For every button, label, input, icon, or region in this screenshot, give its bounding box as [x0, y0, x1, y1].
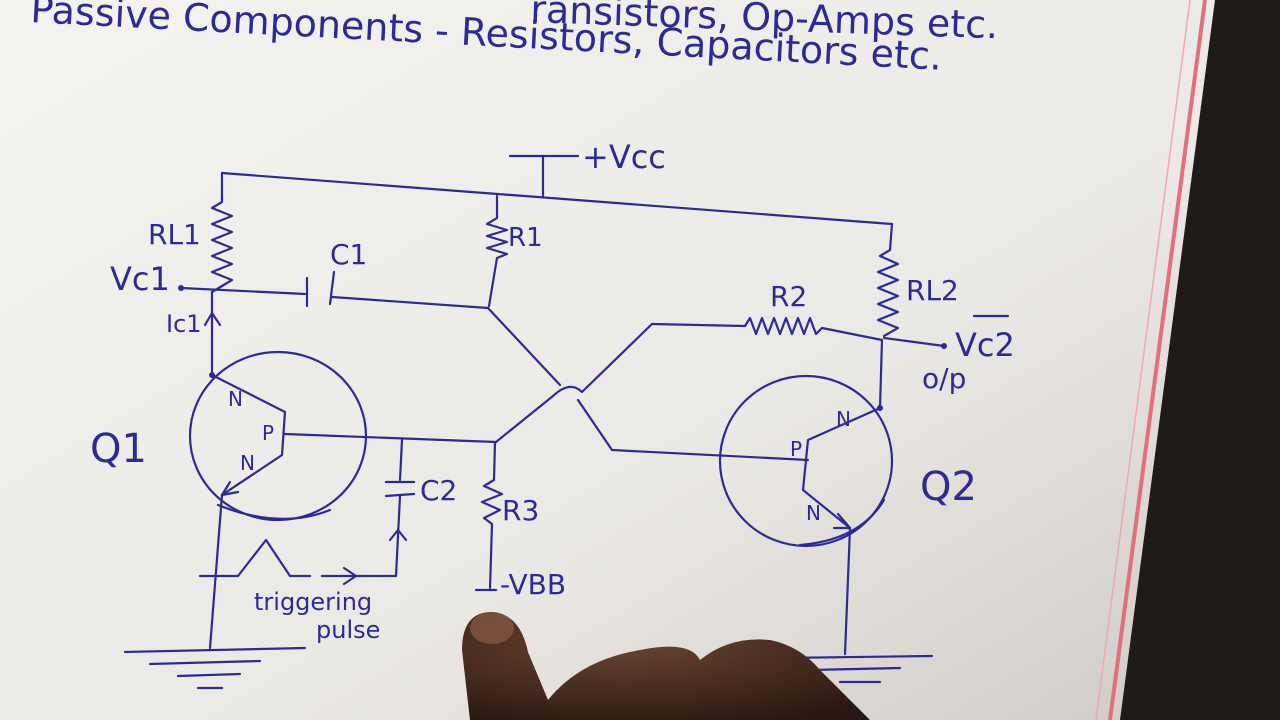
c1-capacitor	[305, 270, 336, 308]
q1-base-wire	[283, 432, 498, 444]
trigger-pulse-waveform	[198, 538, 312, 578]
vc2-output-wire	[882, 336, 946, 348]
r1-resistor	[485, 194, 509, 308]
pointing-hand	[462, 612, 870, 720]
q1-transistor	[188, 350, 368, 522]
q1-emitter-label: N	[240, 451, 255, 475]
r3-label: R3	[502, 494, 539, 527]
ic1-arrow	[203, 311, 222, 327]
r3-resistor	[480, 440, 504, 590]
rl2-label: RL2	[906, 274, 959, 307]
paper-margin-line	[1108, 0, 1207, 720]
vcc-label: +Vcc	[582, 138, 666, 176]
c2-arrow	[388, 528, 408, 542]
r2-label: R2	[770, 280, 807, 313]
q1-internal-lines	[210, 373, 287, 497]
vcc-rail	[220, 154, 894, 226]
q2-collector-wire	[878, 338, 884, 410]
paper-sheet	[0, 0, 1215, 720]
c1-left-wire	[179, 286, 307, 296]
vc2-node	[941, 343, 947, 349]
q2-emitter-wire	[843, 526, 852, 656]
q2-circle	[718, 374, 894, 548]
trigger-arrow	[342, 566, 358, 586]
rl1-label: RL1	[148, 218, 201, 251]
q1-emitter-wire	[208, 493, 224, 650]
paper-margin-line-inner	[1095, 0, 1191, 720]
q1-circle-overstroke	[216, 503, 332, 520]
c2-capacitor	[384, 438, 416, 578]
trigger-label-line1: triggering	[254, 588, 372, 616]
rl2-resistor	[876, 222, 900, 338]
vbb-label: -VBB	[500, 568, 566, 601]
c2-label: C2	[420, 474, 457, 507]
q2-base-wire	[610, 448, 810, 462]
q2-base-label: P	[790, 437, 802, 461]
ground-q1	[123, 646, 307, 690]
ic1-label: Ic1	[166, 310, 202, 338]
q2-internal-lines	[801, 406, 882, 530]
c1-label: C1	[330, 238, 367, 271]
q2-transistor	[718, 374, 894, 548]
q1-base-label: P	[262, 421, 274, 445]
q2-label: Q2	[920, 464, 977, 510]
c1-right-wire	[330, 295, 490, 310]
r1-label: R1	[508, 223, 543, 253]
q2-emitter-label: N	[806, 501, 821, 525]
vc1-label: Vc1	[110, 260, 170, 298]
trigger-label-line2: pulse	[316, 616, 380, 644]
cross-wire-r1-to-q2-base	[486, 306, 614, 452]
rl1-resistor	[210, 171, 234, 294]
vc2-label: Vc2	[955, 326, 1015, 364]
top-rail	[220, 171, 894, 226]
q2-collector-label: N	[836, 407, 851, 431]
r2-resistor	[650, 316, 884, 342]
q1-label: Q1	[90, 426, 147, 472]
output-label: o/p	[922, 362, 966, 395]
q1-collector-label: N	[228, 387, 243, 411]
cross-wire-r2-to-q1-base	[494, 322, 654, 444]
